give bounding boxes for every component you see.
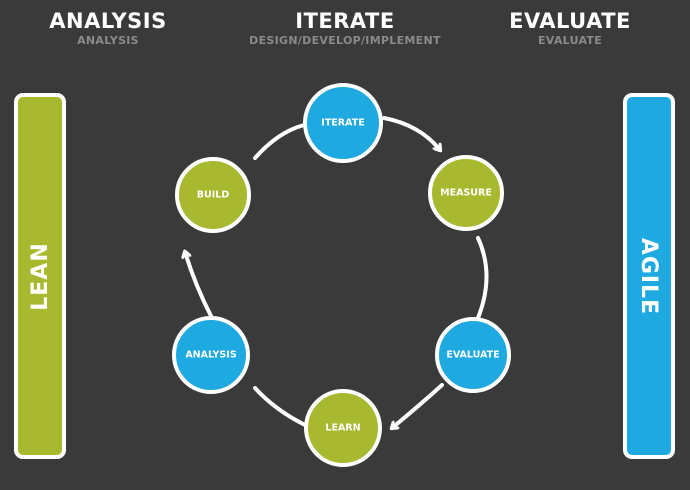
node-iterate: ITERATE (303, 83, 383, 163)
evaluate-header-title: EVALUATE (509, 9, 631, 33)
agile-bar: AGILE (623, 93, 675, 459)
arrow-evaluate-to-learn (392, 383, 444, 428)
node-evaluate: EVALUATE (435, 317, 511, 393)
analysis-header: ANALYSIS ANALYSIS (8, 8, 208, 47)
node-build: BUILD (175, 157, 251, 233)
node-iterate-label: ITERATE (321, 118, 364, 129)
node-analysis-circle (172, 316, 250, 394)
evaluate-header: EVALUATE EVALUATE (470, 8, 670, 47)
node-build-label: BUILD (197, 190, 230, 201)
arrow-iterate-to-measure (382, 116, 440, 150)
iterate-header-title: ITERATE (295, 9, 395, 33)
node-learn-label: LEARN (325, 423, 360, 434)
evaluate-header-subtitle: EVALUATE (537, 34, 603, 47)
node-evaluate-label: EVALUATE (446, 350, 499, 361)
iterate-header: ITERATE DESIGN/DEVELOP/IMPLEMENT (215, 8, 475, 47)
node-measure-circle (428, 155, 504, 231)
node-analysis-label: ANALYSIS (185, 350, 236, 361)
connector-measure-to-evaluate (476, 236, 489, 320)
analysis-header-subtitle: ANALYSIS (77, 34, 139, 47)
node-learn-circle (304, 389, 382, 467)
node-learn: LEARN (304, 389, 382, 467)
node-iterate-circle (303, 83, 383, 163)
connector-learn-to-analysis (253, 386, 307, 427)
node-measure: MEASURE (428, 155, 504, 231)
analysis-header-title: ANALYSIS (49, 9, 167, 33)
lean-bar: LEAN (14, 93, 66, 459)
iterate-header-subtitle: DESIGN/DEVELOP/IMPLEMENT (249, 34, 441, 47)
node-build-circle (175, 157, 251, 233)
node-evaluate-circle (435, 317, 511, 393)
node-analysis: ANALYSIS (172, 316, 250, 394)
node-measure-label: MEASURE (440, 188, 492, 199)
connector-build-to-iterate (253, 123, 306, 160)
arrow-analysis-to-build (185, 252, 214, 320)
